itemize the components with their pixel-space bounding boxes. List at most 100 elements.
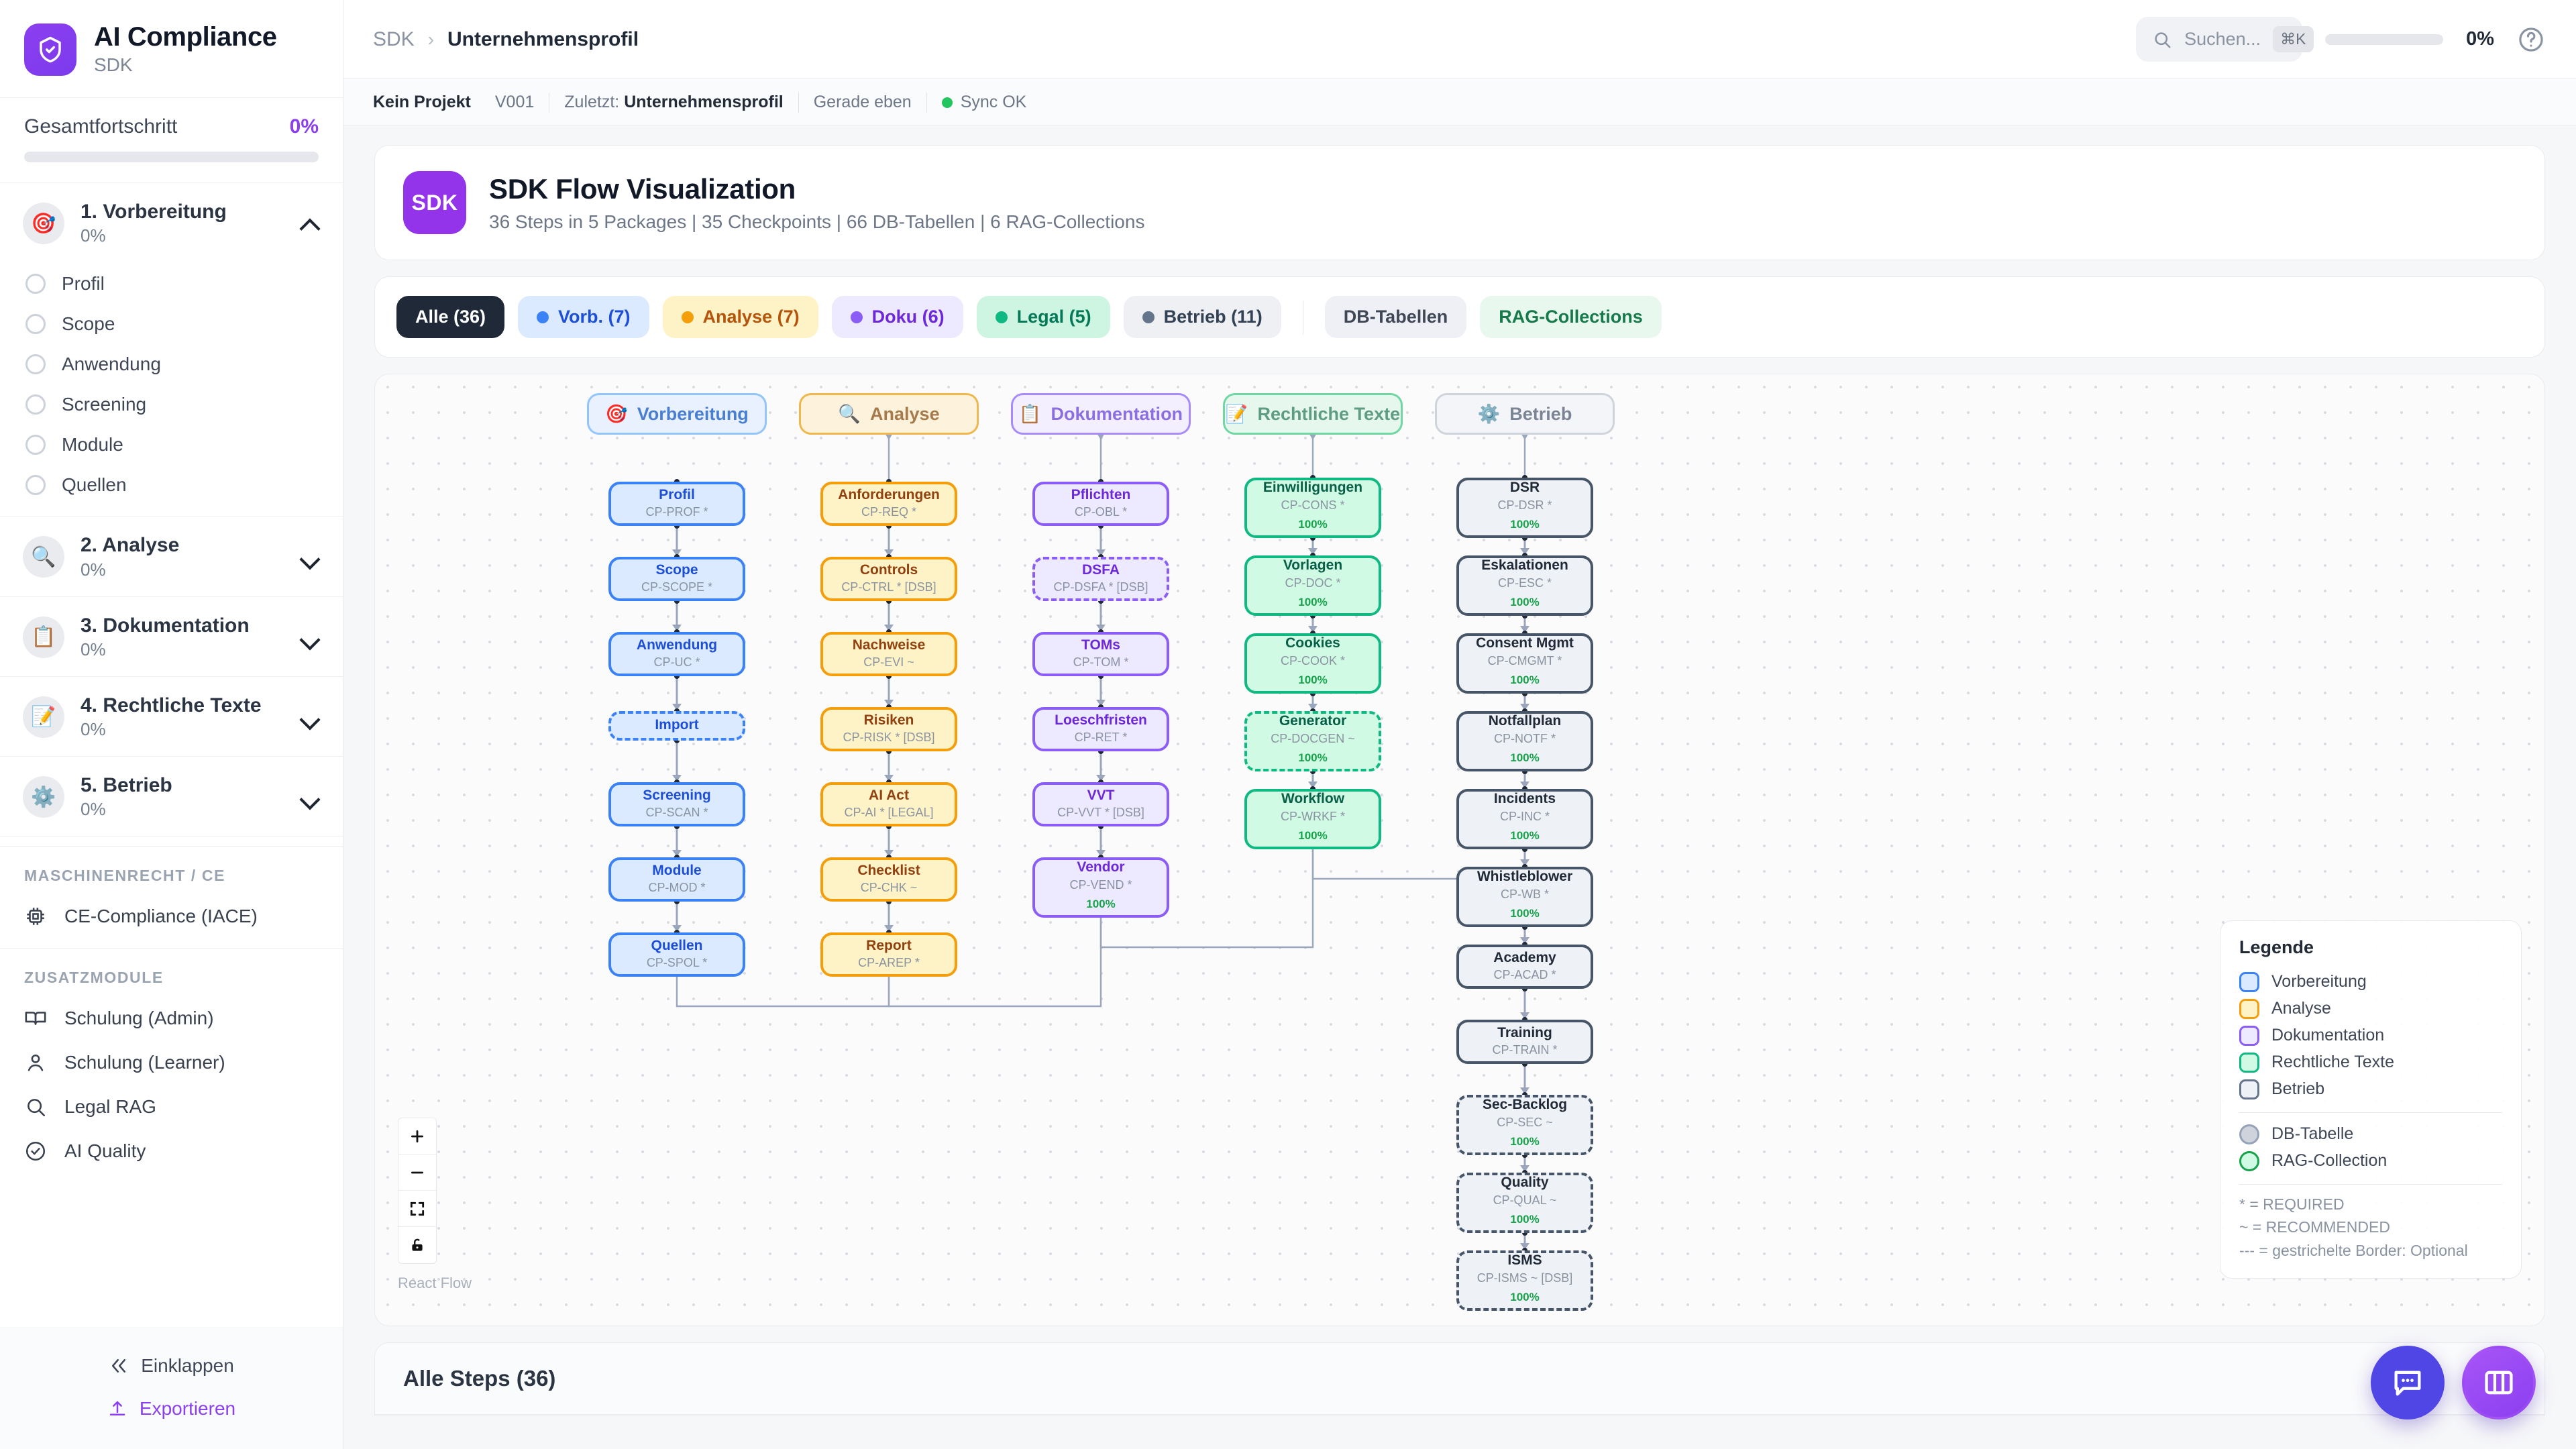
- phase-header[interactable]: 📝 4. Rechtliche Texte 0%: [0, 677, 343, 756]
- step-status-radio[interactable]: [25, 475, 46, 496]
- chevron-down-icon[interactable]: [300, 631, 320, 643]
- sidebar-item-screening[interactable]: Screening: [0, 384, 343, 425]
- chat-fab-button[interactable]: [2371, 1346, 2445, 1419]
- phase-header[interactable]: 🎯 1. Vorbereitung 0%: [0, 183, 343, 262]
- sidebar-item-ai-quality[interactable]: AI Quality: [0, 1129, 343, 1173]
- panel-fab-button[interactable]: [2462, 1346, 2536, 1419]
- phase-header[interactable]: 📋 3. Dokumentation 0%: [0, 597, 343, 676]
- node-code: CP-SEC ~: [1497, 1115, 1553, 1129]
- flow-node-vorbereitung-3[interactable]: Import: [608, 711, 745, 741]
- step-status-radio[interactable]: [25, 394, 46, 415]
- filter-chip-4[interactable]: Legal (5): [976, 296, 1110, 338]
- node-title: Sec-Backlog: [1482, 1097, 1568, 1113]
- chevron-up-icon[interactable]: [300, 217, 320, 229]
- node-progress-value: 100%: [1298, 673, 1328, 686]
- divider: [0, 948, 343, 949]
- filter-chip-3[interactable]: Doku (6): [831, 296, 963, 338]
- node-progress-value: 100%: [1298, 595, 1328, 608]
- zoom-out-button[interactable]: [398, 1155, 436, 1191]
- sidebar-item-schulung-learner[interactable]: Schulung (Learner): [0, 1040, 343, 1085]
- chip-label: RAG-Collections: [1499, 307, 1643, 327]
- sidebar-item-profil[interactable]: Profil: [0, 264, 343, 304]
- sidebar-item-anwendung[interactable]: Anwendung: [0, 344, 343, 384]
- collapse-sidebar-button[interactable]: Einklappen: [0, 1344, 343, 1387]
- sidebar-item-legal-rag[interactable]: Legal RAG: [0, 1085, 343, 1129]
- filter-chip-1[interactable]: Vorb. (7): [518, 296, 649, 338]
- sidebar-item-ce-compliance[interactable]: CE-Compliance (IACE): [0, 894, 343, 938]
- brand-header[interactable]: AI Compliance SDK: [0, 0, 343, 99]
- sidebar-item-quellen[interactable]: Quellen: [0, 465, 343, 505]
- step-status-radio[interactable]: [25, 354, 46, 375]
- sidebar-item-scope[interactable]: Scope: [0, 304, 343, 344]
- help-button[interactable]: [2517, 25, 2545, 54]
- legend-note-0: * = REQUIRED: [2239, 1195, 2345, 1213]
- chevron-down-icon[interactable]: [300, 551, 320, 563]
- sidebar-item-schulung-admin[interactable]: Schulung (Admin): [0, 996, 343, 1040]
- phase-header[interactable]: ⚙️ 5. Betrieb 0%: [0, 757, 343, 836]
- zoom-in-button[interactable]: [398, 1118, 436, 1155]
- breadcrumb-root[interactable]: SDK: [373, 28, 415, 50]
- filter-chip-extra-0[interactable]: DB-Tabellen: [1324, 296, 1467, 338]
- sidebar-item-module[interactable]: Module: [0, 425, 343, 465]
- step-status-radio[interactable]: [25, 314, 46, 335]
- zoom-controls[interactable]: [398, 1118, 437, 1264]
- filter-chip-0[interactable]: Alle (36): [396, 296, 505, 338]
- filter-chip-5[interactable]: Betrieb (11): [1123, 296, 1281, 338]
- chevron-down-icon[interactable]: [300, 711, 320, 723]
- chevron-down-icon[interactable]: [300, 791, 320, 803]
- node-code: CP-DSR *: [1497, 498, 1552, 512]
- legend-label: Dokumentation: [2271, 1026, 2385, 1044]
- flow-canvas[interactable]: 🎯Vorbereitung🔍Analyse📋Dokumentation📝Rech…: [374, 374, 2545, 1326]
- phase-header[interactable]: 🔍 2. Analyse 0%: [0, 517, 343, 596]
- chip-dot-icon: [995, 311, 1008, 323]
- phase-list: 🎯 1. Vorbereitung 0% Profil Scope Anwend…: [0, 183, 343, 837]
- fit-view-button[interactable]: [398, 1191, 436, 1227]
- search-input[interactable]: Suchen... ⌘K: [2136, 17, 2314, 62]
- lock-toggle-button[interactable]: [398, 1227, 436, 1263]
- export-button[interactable]: Exportieren: [0, 1387, 343, 1430]
- step-status-radio[interactable]: [25, 274, 46, 294]
- divider: [2239, 1112, 2502, 1113]
- filter-chip-extra-1[interactable]: RAG-Collections: [1480, 296, 1662, 338]
- filter-chip-2[interactable]: Analyse (7): [662, 296, 818, 338]
- step-status-radio[interactable]: [25, 435, 46, 455]
- upload-icon: [109, 1401, 125, 1415]
- node-title: Quellen: [651, 937, 703, 953]
